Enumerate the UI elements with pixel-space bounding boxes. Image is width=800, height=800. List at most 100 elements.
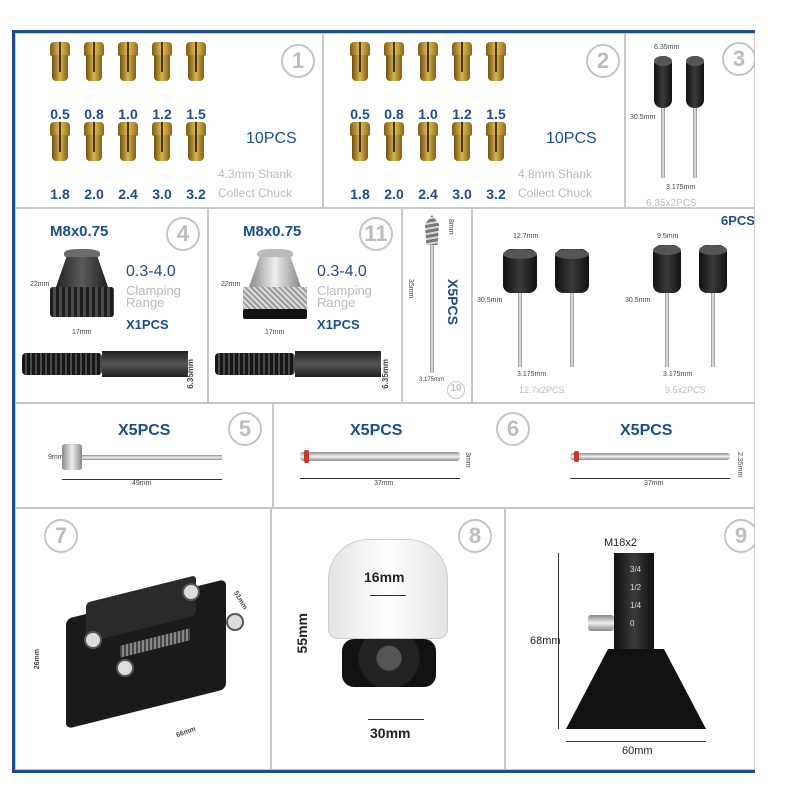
collet-sizes-bottom: 1.8 2.0 2.4 3.0 3.2 (346, 186, 510, 202)
shank-adapter-icon (215, 349, 385, 379)
size-label: 1.0 (118, 106, 138, 122)
size-label: 3.2 (486, 186, 506, 202)
size-label: 1.0 (418, 106, 438, 122)
dim-label: 3mm (464, 452, 471, 468)
dimension-line (370, 595, 406, 596)
sanding-drum-icon (653, 245, 681, 293)
panel-number: 9 (724, 519, 754, 553)
sanding-drum-icon (555, 249, 589, 293)
screw-icon (226, 613, 244, 631)
scale-markings: 3/4 1/2 1/4 0 (630, 561, 641, 633)
size-label: 0.8 (384, 106, 404, 122)
brass-collet-icon (114, 42, 142, 82)
shank-label: 4.8mm Shank (518, 167, 593, 181)
sanding-drum-icon (654, 56, 672, 108)
panel-router-base: 9 M18x2 3/4 1/2 1/4 0 68mm 60mm (505, 508, 755, 770)
dim-label: 22mm (221, 281, 241, 288)
brass-collet-icon (114, 122, 142, 162)
brass-collet-icon (148, 122, 176, 162)
dim-label: 30.5mm (477, 297, 503, 304)
dim-label: 37mm (374, 480, 394, 487)
dim-label: 55mm (294, 613, 310, 654)
size-label: 1.8 (350, 186, 370, 202)
brass-collet-icon (80, 42, 108, 82)
mandrel-shaft (518, 293, 522, 367)
size-label: 1.5 (186, 106, 206, 122)
size-label: 3.0 (152, 186, 172, 202)
mandrel-shaft (665, 293, 669, 367)
size-label: 1.8 (50, 186, 70, 202)
size-label: 0.8 (84, 106, 104, 122)
brass-collet-icon (80, 122, 108, 162)
dim-label: 8mm (447, 219, 454, 235)
mandrel-shaft (693, 108, 697, 178)
brass-collet-icon (482, 42, 510, 82)
dim-label: 30.5mm (625, 297, 651, 304)
dim-label: 17mm (265, 329, 285, 336)
quantity-label: X5PCS (118, 422, 171, 439)
panel-collets-4-3: 1 0.5 0.8 1.0 1.2 1.5 1.8 2.0 2.4 3.0 (15, 33, 323, 208)
size-label: 0.5 (50, 106, 70, 122)
panel-number: 7 (44, 519, 78, 553)
dim-label: 60mm (622, 745, 653, 757)
shield-icon (328, 539, 448, 639)
size-label: 1.5 (486, 106, 506, 122)
dimension-line (62, 479, 222, 480)
collet-row-top (346, 42, 510, 82)
scale-label: 3/4 (630, 565, 642, 574)
dim-label: 3.175mm (419, 377, 445, 383)
sanding-drum-icon (686, 56, 704, 108)
brass-collet-icon (448, 42, 476, 82)
dimension-line (558, 553, 559, 729)
collet-sizes-top: 0.5 0.8 1.0 1.2 1.5 (346, 106, 510, 122)
panel-collets-4-8: 2 0.5 0.8 1.0 1.2 1.5 1.8 2.0 2.4 3.0 (323, 33, 625, 208)
size-label: 1.2 (152, 106, 172, 122)
product-sheet-frame: 1 0.5 0.8 1.0 1.2 1.5 1.8 2.0 2.4 3.0 (12, 30, 755, 773)
scale-label: 0 (630, 619, 635, 628)
panel-sanding-drums-large: 6PCS 12.7mm 30.5mm 3.175mm 12.7x2PCS 9.5… (472, 208, 755, 403)
screw-icon (116, 659, 134, 677)
dim-label: 3.175mm (666, 184, 696, 191)
size-label: 3.0 (452, 186, 472, 202)
panel-number: 1 (281, 44, 315, 78)
mandrel-shaft (82, 455, 222, 460)
size-label: 3.2 (186, 186, 206, 202)
dim-label: 6.35mm (381, 359, 390, 389)
quantity-label: X1PCS (317, 317, 360, 332)
brass-collet-icon (182, 42, 210, 82)
size-label: 0.5 (350, 106, 370, 122)
collet-row-bottom (46, 122, 210, 162)
quantity-label: 10PCS (246, 130, 297, 147)
panel-number: 5 (228, 412, 262, 446)
panel-cutoff-mandrels: 6 X5PCS 3mm 37mm X5PCS 2.35mm 37mm (273, 403, 755, 508)
mandrel-screw-head-icon (62, 444, 82, 470)
clamp-range-label: Range (126, 295, 165, 310)
screw-icon (84, 631, 102, 649)
quantity-total: 6PCS (721, 213, 755, 228)
keyless-chuck-icon (50, 249, 114, 325)
brass-collet-icon (414, 42, 442, 82)
mandrel-shaft (430, 245, 434, 373)
dim-label: 2.35mm (736, 452, 743, 478)
dim-label: 49mm (132, 480, 152, 487)
dimension-line (368, 719, 424, 720)
dim-label: 37mm (644, 480, 664, 487)
dim-label: 9mm (48, 454, 64, 461)
clamp-range-label: Clamping (317, 283, 372, 298)
dim-label: 30mm (370, 725, 411, 741)
dim-label: 17mm (72, 329, 92, 336)
size-quantity-label: 6.35x2PCS (646, 198, 697, 208)
panel-keyless-chuck-black: 4 M8x0.75 22mm 17mm 0.3-4.0 Clamping Ran… (15, 208, 208, 403)
clamp-range-label: Range (317, 295, 356, 310)
panel-shield-attachment: 8 16mm 55mm 30mm (271, 508, 505, 770)
collet-sizes-bottom: 1.8 2.0 2.4 3.0 3.2 (46, 186, 210, 202)
shank-adapter-icon (22, 349, 192, 379)
panel-number: 3 (722, 42, 754, 76)
quantity-label: X5PCS (445, 279, 461, 325)
size-label: 2.0 (384, 186, 404, 202)
brass-collet-icon (148, 42, 176, 82)
panel-mini-vise: 7 51mm 26mm 66mm (15, 508, 271, 770)
brass-collet-icon (380, 122, 408, 162)
size-quantity-label: 12.7x2PCS (519, 385, 565, 395)
shank-label: 4.3mm Shank (218, 167, 293, 181)
